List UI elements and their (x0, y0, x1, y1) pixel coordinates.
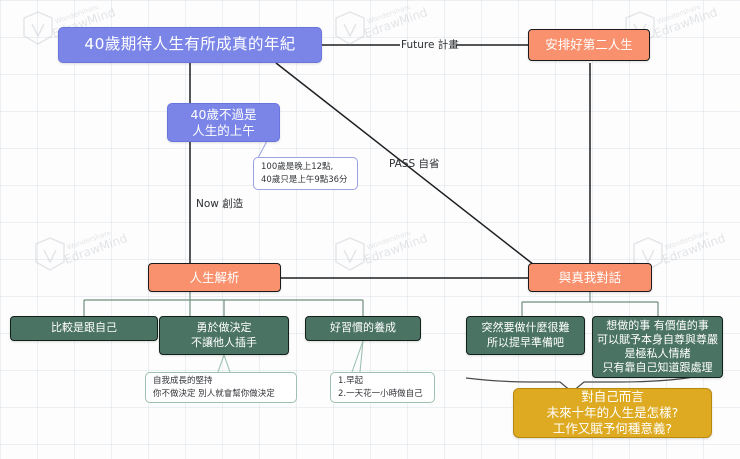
svg-text:Wondershare: Wondershare (664, 232, 710, 252)
svg-text:Wondershare: Wondershare (54, 6, 100, 26)
edge-trueself-children (521, 292, 659, 316)
svg-text:EdrawMind: EdrawMind (362, 232, 428, 267)
svg-text:Wondershare: Wondershare (366, 232, 412, 252)
svg-text:Wondershare: Wondershare (366, 6, 412, 26)
node-good-habits[interactable]: 好習慣的養成 (305, 316, 421, 341)
node-true-self[interactable]: 與真我對話 (528, 263, 652, 292)
svg-text:Wondershare: Wondershare (656, 6, 702, 26)
node-brave-decision[interactable]: 勇於做決定 不讓他人插手 (159, 316, 289, 355)
edge-brave-note (217, 354, 231, 373)
svg-text:Wondershare: Wondershare (66, 232, 112, 252)
edge-label-pass: PASS 自省 (389, 158, 440, 170)
node-root[interactable]: 40歲期待人生有所成真的年紀 (58, 27, 322, 63)
edge-habits-note (351, 340, 364, 373)
svg-text:EdrawMind: EdrawMind (62, 232, 128, 267)
node-compare-self[interactable]: 比較是跟自己 (10, 316, 158, 341)
edge-label-now: Now 創造 (196, 198, 244, 210)
node-morning[interactable]: 40歲不過是 人生的上午 (167, 103, 280, 142)
node-life-analysis[interactable]: 人生解析 (148, 263, 281, 292)
svg-text:EdrawMind: EdrawMind (660, 232, 726, 267)
note-habit-list[interactable]: 1.早起 2.一天花一小時做自己 (330, 372, 435, 403)
node-valuable-things[interactable]: 想做的事 有價值的事 可以賦予本身自尊與尊嚴 是極私人情緒 只有靠自己知道跟處理 (592, 316, 723, 378)
edge-label-future: Future 計畫 (401, 39, 459, 51)
node-for-myself[interactable]: 對自己而言 未來十年的人生是怎樣? 工作又賦予何種意義? (513, 388, 712, 438)
svg-text:EdrawMind: EdrawMind (362, 6, 428, 41)
node-prepare-early[interactable]: 突然要做什麼很難 所以提早準備吧 (466, 316, 585, 355)
note-self-growth[interactable]: 自我成長的堅持 你不做決定 別人就會幫你做決定 (145, 372, 297, 403)
watermark-edrawmind: Wondershare EdrawMind (320, 232, 428, 286)
node-second-life[interactable]: 安排好第二人生 (528, 29, 650, 61)
note-clock[interactable]: 100歲是晚上12點, 40歲只是上午9點36分 (253, 157, 358, 190)
edge-analysis-children-left (83, 292, 247, 316)
svg-text:EdrawMind: EdrawMind (652, 6, 718, 41)
watermark-edrawmind: Wondershare EdrawMind (20, 232, 128, 286)
edge-analysis-children-right (247, 299, 364, 316)
